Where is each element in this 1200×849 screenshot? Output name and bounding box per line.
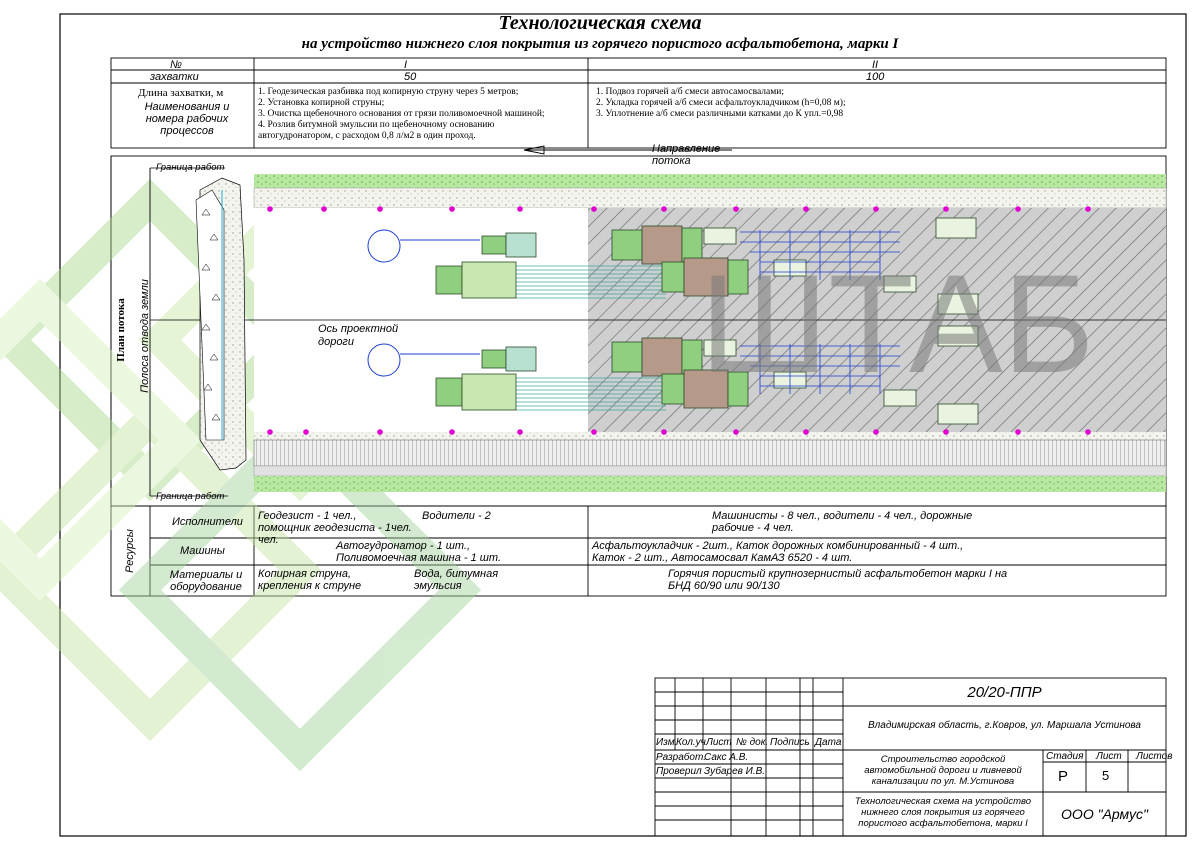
location: Владимирская область, г.Ковров, ул. Марш… (867, 720, 1141, 731)
shoulder-top (253, 187, 1167, 209)
row-executors-label: Исполнители (172, 516, 243, 528)
flow-label-1: Направление (652, 143, 721, 155)
col-izm: Изм. (656, 737, 678, 748)
col-list: Лист (706, 737, 732, 748)
sheet-label: Лист (1096, 751, 1122, 762)
materials-I-a: Копирная струна, (258, 568, 352, 580)
machines-I-b: Поливомоечная машина - 1 шт. (336, 552, 501, 564)
process-II-3: 3. Уплотнение а/б смеси различными катка… (596, 109, 844, 119)
executors-II-b: рабочие - 4 чел. (712, 522, 794, 534)
axis-label-1: Ось проектной (318, 323, 399, 335)
flow-arrow (523, 145, 732, 155)
process-II-2: 2. Укладка горячей а/б смеси асфальтоукл… (596, 98, 846, 108)
col-grip-label: захватки (150, 71, 199, 83)
row-materials-label: Материалы и оборудование (169, 569, 243, 593)
cross-section (149, 167, 247, 497)
role-checker: Проверил (656, 766, 702, 777)
roller-paths (740, 230, 900, 394)
project-name: Строительство городской автомобильной до… (864, 754, 1022, 787)
shoulder-bottom (254, 432, 1166, 440)
title-line-2: на устройство нижнего слоя покрытия из г… (301, 36, 899, 52)
process-I-2: 2. Установка копирной струны; (258, 98, 385, 108)
col-no-label: № (170, 59, 182, 71)
name-checker: Зубарев И.В. (704, 766, 766, 777)
stage-value: Р (1058, 768, 1069, 785)
doc-code: 20/20-ППР (967, 684, 1042, 701)
process-I-1: 1. Геодезическая разбивка под копирную с… (258, 87, 519, 97)
watermark-text: ШТАБ (700, 245, 1094, 402)
materials-II-a: Горячия пористый крупнозернистый асфальт… (668, 568, 1008, 580)
process-II-1: 1. Подвоз горячей а/б смеси автосамосвал… (596, 87, 784, 97)
machines-I-a: Автогудронатор - 1 шт., (336, 540, 471, 552)
materials-I-b: крепления к струне (258, 580, 362, 592)
machines-II-a: Асфальтоукладчик - 2шт., Каток дорожных … (592, 540, 964, 552)
strip-label: Полоса отвода земли (139, 279, 151, 393)
company: ООО "Армус" (1061, 806, 1148, 822)
col-podpis: Подпись (770, 737, 810, 748)
plan-title: План потока (115, 298, 127, 362)
machines-II-b: Каток - 2 шт., Автосамосвал КамАЗ 6520 -… (592, 552, 853, 564)
len-II: 100 (866, 71, 885, 83)
hose-loops (367, 229, 480, 377)
axis-label-2: дороги (318, 336, 354, 348)
stage-label: Стадия (1046, 751, 1084, 762)
machines (435, 217, 979, 425)
grass-strip-bottom (254, 476, 1166, 492)
materials-I-c: Вода, битумная (414, 568, 499, 580)
sheet-value: 5 (1102, 768, 1110, 783)
processes-I: 1. Геодезическая разбивка под копирную с… (258, 87, 586, 142)
sheet-frame (59, 13, 1187, 837)
header-table-grid (110, 57, 1167, 597)
sheet-title: Технологическая схема на устройство нижн… (854, 796, 1032, 829)
sheets-label: Листов (1136, 751, 1173, 762)
survey-points (267, 206, 1091, 435)
process-I-3: 3. Очистка щебеночного основания от гряз… (258, 109, 545, 119)
grip-II: II (872, 59, 879, 71)
executors-I-d: чел. (258, 534, 279, 546)
ruler-strip (253, 439, 1167, 467)
executors-I-a: Геодезист - 1 чел., (258, 510, 357, 522)
col-data: Дата (815, 737, 842, 748)
stamp-grid (654, 677, 1167, 837)
boundary-top: Граница работ (156, 162, 225, 173)
executors-I-c: Водители - 2 (422, 510, 491, 522)
process-I-4: 4. Розлив битумной эмульсии по щебеночно… (258, 120, 495, 130)
materials-II-b: БНД 60/90 или 90/130 (668, 580, 780, 592)
row-machines-label: Машины (180, 545, 225, 557)
name-developer: Сакс А.В. (704, 752, 749, 763)
executors-II-a: Машинисты - 8 чел., водители - 4 чел., д… (712, 510, 973, 522)
row-process-label: Наименования и номера рабочих процессов (144, 101, 230, 137)
flow-label-2: потока (652, 155, 691, 167)
col-kol: Кол.уч (676, 737, 706, 748)
bitumen-spray-2 (516, 376, 666, 412)
col-ndoc: № док. (736, 737, 769, 748)
materials-I-d: эмульсия (414, 580, 462, 592)
resources-label: Ресурсы (124, 529, 136, 573)
grass-strip-top (254, 174, 1166, 188)
executors-I-b: помощник геодезиста - 1чел. (258, 522, 412, 534)
bitumen-spray-1 (516, 264, 666, 300)
grip-I: I (404, 59, 408, 71)
title-line-1: Технологическая схема (498, 12, 702, 34)
row-length-label: Длина захватки, м (138, 87, 224, 99)
process-I-5: автогудронатором, с расходом 0,8 л/м2 в … (258, 131, 476, 141)
processes-II: 1. Подвоз горячей а/б смеси автосамосвал… (596, 87, 1156, 120)
boundary-bottom: Граница работ (156, 491, 225, 502)
len-I: 50 (404, 71, 417, 83)
role-developer: Разработ. (656, 752, 706, 763)
